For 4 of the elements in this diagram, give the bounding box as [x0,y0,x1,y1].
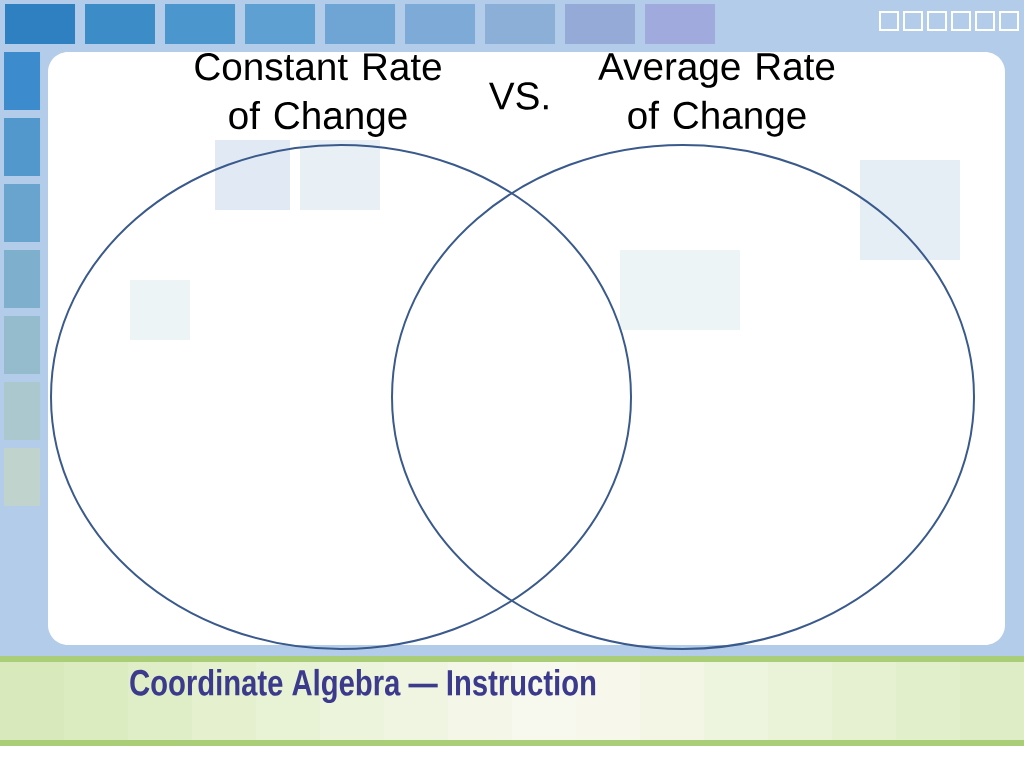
circle-heading: Constant Rate of Change [195,53,441,137]
versus-label: VS. [489,82,548,110]
circle-heading: Average Rate of Change [598,53,835,137]
footer-title: Coordinate Algebra — Instruction [130,668,596,704]
